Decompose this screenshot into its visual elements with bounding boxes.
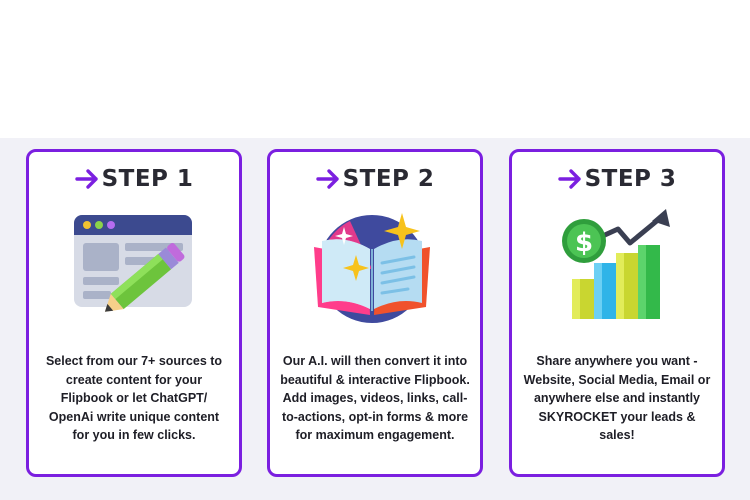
browser-pencil-icon <box>74 215 192 312</box>
magic-book-icon <box>314 213 430 323</box>
step-heading-1: STEP 1 <box>29 166 239 192</box>
arrow-right-icon <box>557 169 581 189</box>
growth-chart-icon: $ <box>562 209 670 319</box>
arrow-right-icon <box>74 169 98 189</box>
step-title-1: STEP 1 <box>101 166 194 192</box>
svg-text:$: $ <box>575 228 593 258</box>
step-description-2: Our A.I. will then convert it into beaut… <box>280 354 470 442</box>
step-heading-3: STEP 3 <box>512 166 722 192</box>
step-title-3: STEP 3 <box>584 166 677 192</box>
arrow-right-icon <box>315 169 339 189</box>
step-description-1: Select from our 7+ sources to create con… <box>45 354 223 442</box>
step-description-3: Share anywhere you want - Website, Socia… <box>523 354 711 442</box>
step-card-1: STEP 1 Select from our 7+ sources to cre… <box>26 149 242 477</box>
step-title-2: STEP 2 <box>342 166 435 192</box>
step-heading-2: STEP 2 <box>270 166 480 192</box>
step-card-2: STEP 2 Our A.I. will then convert it int… <box>267 149 483 477</box>
step-card-3: STEP 3 $ Share anywhere you want - Websi… <box>509 149 725 477</box>
